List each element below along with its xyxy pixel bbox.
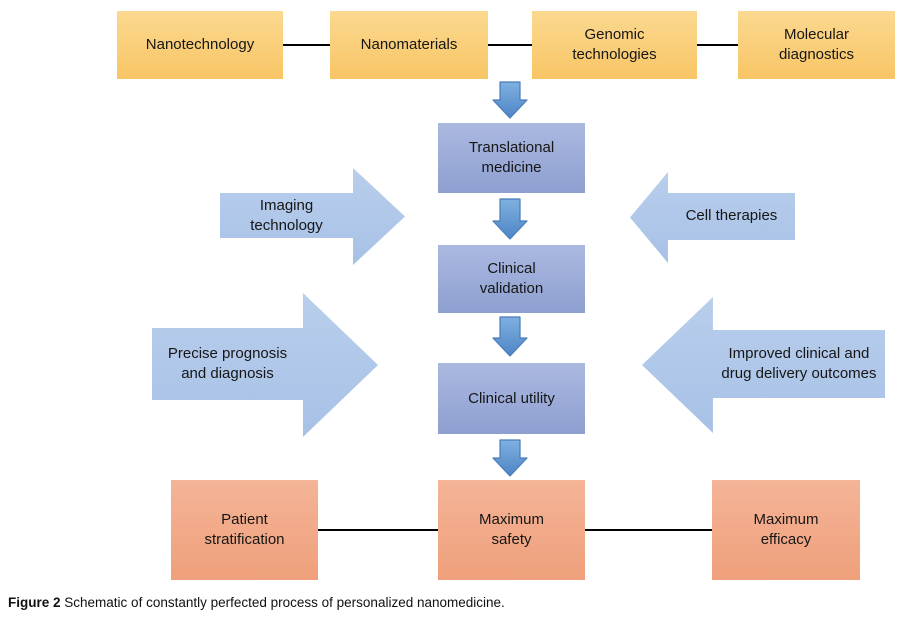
down-arrow-top-to-translational <box>492 81 528 119</box>
box-translational-medicine-label: Translational medicine <box>468 139 555 176</box>
arrow-precise-prognosis-label: Precise prognosis and diagnosis <box>167 344 288 382</box>
arrow-cell-therapies: Cell therapies <box>630 172 795 263</box>
box-genomic-technologies-label: Genomic technologies <box>572 26 657 63</box>
connector-line <box>318 529 438 531</box>
box-genomic-technologies: Genomic technologies <box>532 11 697 79</box>
down-arrow-utility-to-safety <box>492 439 528 477</box>
down-arrow-translational-to-validation <box>492 198 528 240</box>
box-maximum-safety: Maximum safety <box>438 480 585 580</box>
box-nanotechnology-label: Nanotechnology <box>145 36 255 53</box>
down-arrow-validation-to-utility <box>492 316 528 357</box>
connector-line <box>697 44 738 46</box>
arrow-cell-therapies-label: Cell therapies <box>685 207 778 225</box>
box-clinical-validation: Clinical validation <box>438 245 585 313</box>
box-clinical-utility: Clinical utility <box>438 363 585 434</box>
figure-caption-text: Schematic of constantly perfected proces… <box>64 595 505 610</box>
box-maximum-efficacy: Maximum efficacy <box>712 480 860 580</box>
box-maximum-safety-label: Maximum safety <box>478 511 544 548</box>
box-patient-stratification: Patient stratification <box>171 480 318 580</box>
box-patient-stratification-label: Patient stratification <box>204 511 285 548</box>
arrow-improved-outcomes: Improved clinical and drug delivery outc… <box>642 297 885 433</box>
box-nanotechnology: Nanotechnology <box>117 11 283 79</box>
figure-caption-label: Figure 2 <box>8 595 61 610</box>
box-nanomaterials: Nanomaterials <box>330 11 488 79</box>
connector-line <box>488 44 532 46</box>
box-nanomaterials-label: Nanomaterials <box>360 36 458 53</box>
connector-line <box>585 529 712 531</box>
box-clinical-validation-label: Clinical validation <box>479 260 544 297</box>
connector-line <box>283 44 330 46</box>
box-clinical-utility-label: Clinical utility <box>468 389 555 407</box>
figure-caption: Figure 2 Schematic of constantly perfect… <box>8 595 505 610</box>
arrow-imaging-technology: Imaging technology <box>220 168 405 265</box>
arrow-imaging-technology-label: Imaging technology <box>250 196 323 234</box>
box-translational-medicine: Translational medicine <box>438 123 585 193</box>
box-molecular-diagnostics: Molecular diagnostics <box>738 11 895 79</box>
arrow-improved-outcomes-label: Improved clinical and drug delivery outc… <box>721 345 877 383</box>
arrow-precise-prognosis: Precise prognosis and diagnosis <box>152 293 378 437</box>
box-molecular-diagnostics-label: Molecular diagnostics <box>778 26 855 63</box>
box-maximum-efficacy-label: Maximum efficacy <box>753 511 819 548</box>
